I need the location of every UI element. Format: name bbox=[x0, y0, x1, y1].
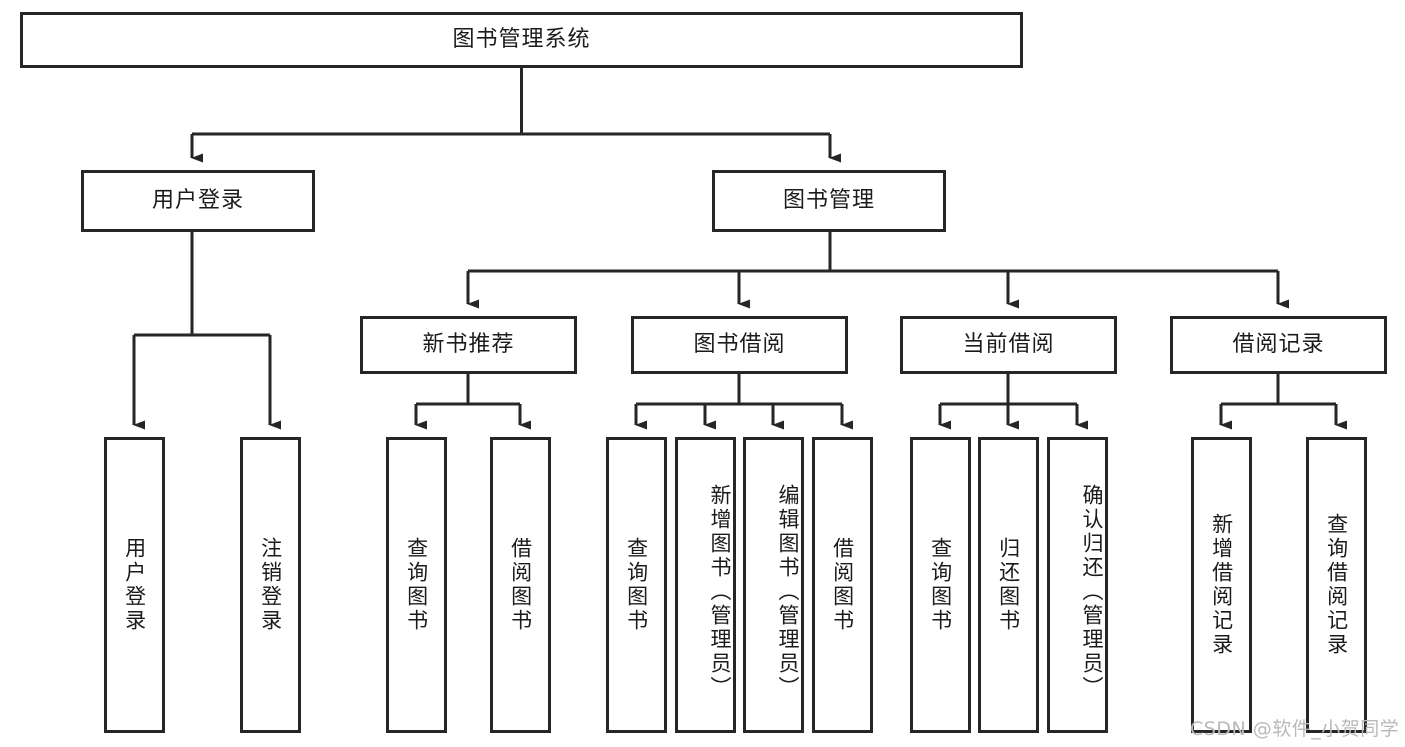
node-user-login[interactable]: 用户登录 bbox=[81, 170, 315, 232]
leaf-borrow-book[interactable]: 借阅图书 bbox=[812, 437, 873, 733]
node-label: 查询图书 bbox=[928, 537, 953, 633]
node-label: 查询图书 bbox=[624, 537, 649, 633]
leaf-add-borrow-record[interactable]: 新增借阅记录 bbox=[1191, 437, 1252, 733]
leaf-edit-book[interactable]: 编辑图书（管理员） bbox=[743, 437, 804, 733]
node-new-book-recommend[interactable]: 新书推荐 bbox=[360, 316, 577, 374]
node-label: 图书管理 bbox=[782, 188, 875, 214]
node-label: 借阅图书 bbox=[830, 537, 855, 633]
leaf-user-login[interactable]: 用户登录 bbox=[104, 437, 165, 733]
leaf-query-book-recommend[interactable]: 查询图书 bbox=[386, 437, 447, 733]
node-label: 图书管理系统 bbox=[452, 27, 591, 53]
leaf-query-borrow-record[interactable]: 查询借阅记录 bbox=[1306, 437, 1367, 733]
csdn-watermark: CSDN @软件_小贺同学 bbox=[1190, 718, 1400, 740]
node-book-management[interactable]: 图书管理 bbox=[712, 170, 946, 232]
node-label: 注销登录 bbox=[258, 537, 283, 633]
node-label: 借阅图书 bbox=[508, 537, 533, 633]
node-label: 新增借阅记录 bbox=[1209, 513, 1234, 657]
node-label: 查询借阅记录 bbox=[1324, 513, 1349, 657]
leaf-borrow-book-recommend[interactable]: 借阅图书 bbox=[490, 437, 551, 733]
node-label: 图书借阅 bbox=[693, 332, 786, 358]
leaf-query-book-current[interactable]: 查询图书 bbox=[910, 437, 971, 733]
node-label: 查询图书 bbox=[404, 537, 429, 633]
leaf-confirm-return[interactable]: 确认归还（管理员） bbox=[1047, 437, 1108, 733]
node-label: 新书推荐 bbox=[422, 332, 515, 358]
node-current-borrow[interactable]: 当前借阅 bbox=[900, 316, 1117, 374]
leaf-logout-login[interactable]: 注销登录 bbox=[240, 437, 301, 733]
node-book-management-system[interactable]: 图书管理系统 bbox=[20, 12, 1023, 68]
node-label: 新增图书（管理员） bbox=[708, 484, 732, 700]
node-book-borrow[interactable]: 图书借阅 bbox=[631, 316, 848, 374]
node-label: 当前借阅 bbox=[962, 332, 1055, 358]
leaf-return-book[interactable]: 归还图书 bbox=[978, 437, 1039, 733]
node-label: 归还图书 bbox=[996, 537, 1021, 633]
node-label: 确认归还（管理员） bbox=[1080, 484, 1104, 700]
node-label: 借阅记录 bbox=[1232, 332, 1325, 358]
node-label: 编辑图书（管理员） bbox=[776, 484, 800, 700]
node-borrow-record[interactable]: 借阅记录 bbox=[1170, 316, 1387, 374]
leaf-add-book[interactable]: 新增图书（管理员） bbox=[675, 437, 736, 733]
node-label: 用户登录 bbox=[151, 188, 244, 214]
leaf-query-book-borrow[interactable]: 查询图书 bbox=[606, 437, 667, 733]
node-label: 用户登录 bbox=[122, 537, 147, 633]
